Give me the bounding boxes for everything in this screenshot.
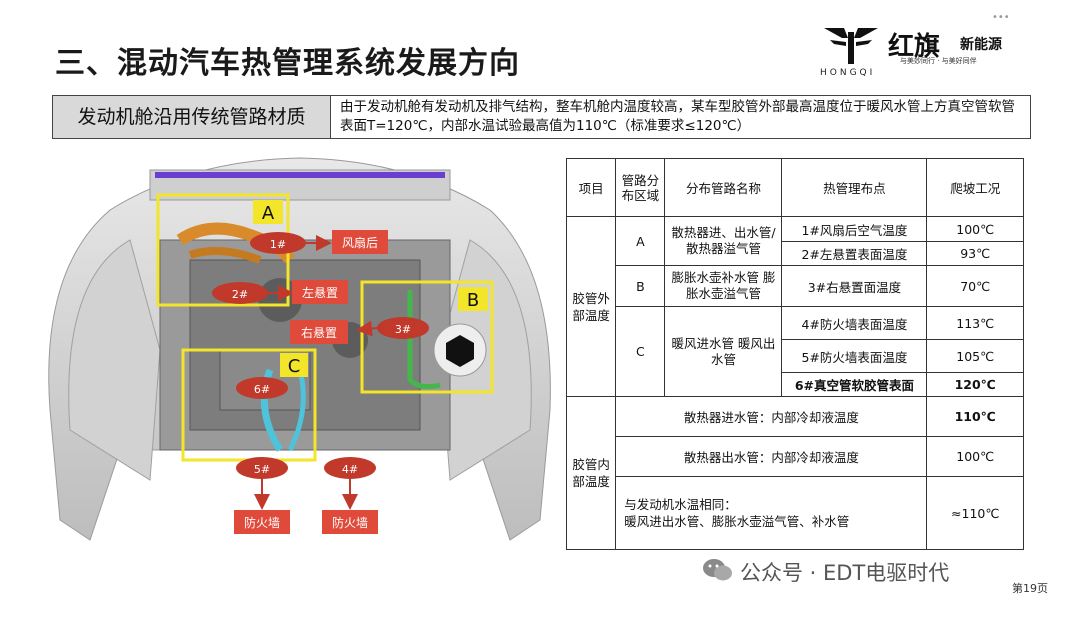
zone-box-b [360, 280, 494, 394]
point-3-desc: 3#右悬置面温度 [781, 265, 928, 307]
pipes-zone-b: 膨胀水壶补水管 膨胀水壶溢气管 [664, 265, 783, 307]
banner-text: 由于发动机舱有发动机及排气结构，整车机舱内温度较高，某车型胶管外部最高温度位于暖… [340, 99, 1015, 134]
engine-bay-diagram: A B C 1# 2# 3# 4# 5# 6# 风扇后 左悬置 右悬置 防火墙 … [48, 157, 551, 541]
point-4-desc: 4#防火墙表面温度 [781, 306, 928, 340]
zone-a: A [615, 216, 666, 266]
point-2-marker [212, 282, 268, 304]
zone-label-b-bg [458, 287, 488, 311]
inner-1-value: 110℃ [926, 396, 1024, 437]
watermark-text: 公众号 · EDT电驱时代 [740, 561, 950, 585]
callout-fan-bg [332, 230, 388, 254]
pipes-zone-c: 暖风进水管 暖风出水管 [664, 306, 783, 397]
header-pipe-name: 分布管路名称 [664, 158, 783, 217]
point-4-marker [324, 457, 376, 479]
zone-c: C [615, 306, 666, 397]
point-3-label: 3# [395, 323, 411, 336]
point-6-label: 6# [254, 383, 270, 396]
point-2-value: 93℃ [926, 241, 1024, 266]
logo-brand-suffix: 新能源 [960, 37, 1002, 53]
callout-firewall-5: 防火墙 [244, 515, 280, 530]
point-1-value: 100℃ [926, 216, 1024, 242]
zone-b: B [615, 265, 666, 307]
point-5-label: 5# [254, 463, 270, 476]
point-4-label: 4# [342, 463, 358, 476]
point-6-value: 120℃ [926, 372, 1024, 397]
logo-slogan: 与美妙同行 · 与美好同伴 [900, 57, 977, 65]
zone-label-a-bg [253, 200, 283, 224]
hongqi-emblem-icon [824, 28, 878, 64]
callout-firewall-5-bg [234, 510, 290, 534]
point-5-value: 105℃ [926, 339, 1024, 373]
thermal-test-table: 项目 管路分布区域 分布管路名称 热管理布点 爬坡工况 胶管外部温度 A 散热器… [565, 158, 1024, 550]
inner-1-desc: 散热器进水管：内部冷却液温度 [615, 396, 928, 437]
info-banner: 发动机舱沿用传统管路材质 由于发动机舱有发动机及排气结构，整车机舱内温度较高，某… [52, 95, 1031, 139]
pipes-zone-a: 散热器进、出水管/散热器溢气管 [664, 216, 783, 266]
header-climb-condition: 爬坡工况 [926, 158, 1024, 217]
callout-firewall-4-bg [322, 510, 378, 534]
group-inner-temp: 胶管内部温度 [565, 396, 617, 550]
zone-label-c-bg [280, 353, 308, 377]
dots-icon: ••• [992, 12, 1010, 23]
inner-2-desc: 散热器出水管：内部冷却液温度 [615, 436, 928, 477]
header-zone: 管路分布区域 [615, 158, 666, 217]
header-thermal-point: 热管理布点 [781, 158, 928, 217]
hongqi-logo: HONGQI 红旗 新能源 与美妙同行 · 与美好同伴 [820, 22, 1035, 80]
point-4-value: 113℃ [926, 306, 1024, 340]
point-5-marker [236, 457, 288, 479]
point-6-marker [236, 377, 288, 399]
logo-wordmark: HONGQI [820, 68, 876, 78]
banner-label: 发动机舱沿用传统管路材质 [53, 96, 331, 138]
point-2-label: 2# [232, 288, 248, 301]
inner-2-value: 100℃ [926, 436, 1024, 477]
point-3-value: 70℃ [926, 265, 1024, 307]
callout-right-mount-bg [290, 320, 348, 344]
point-1-desc: 1#风扇后空气温度 [781, 216, 928, 242]
callout-right-mount: 右悬置 [301, 325, 337, 340]
callout-left-mount: 左悬置 [302, 285, 338, 300]
page-title: 三、混动汽车热管理系统发展方向 [55, 46, 520, 81]
point-2-desc: 2#左悬置表面温度 [781, 241, 928, 266]
point-3-marker [377, 317, 429, 339]
page-number: 第19页 [1012, 582, 1048, 595]
inner-3-desc: 与发动机水温相同： 暖风进出水管、膨胀水壶溢气管、补水管 [615, 476, 928, 550]
point-5-desc: 5#防火墙表面温度 [781, 339, 928, 373]
group-outer-temp: 胶管外部温度 [565, 216, 617, 397]
wechat-icon [703, 559, 732, 581]
logo-brand-cn: 红旗 [888, 32, 941, 62]
header-item: 项目 [565, 158, 617, 217]
callout-firewall-4: 防火墙 [332, 515, 368, 530]
zone-label-b: B [467, 290, 479, 311]
zone-label-c: C [288, 356, 301, 377]
zone-label-a: A [262, 203, 275, 224]
point-6-desc: 6#真空管软胶管表面 [781, 372, 928, 397]
callout-left-mount-bg [292, 280, 348, 304]
point-1-marker [250, 232, 306, 254]
point-1-label: 1# [270, 238, 286, 251]
callout-fan: 风扇后 [342, 235, 378, 250]
inner-3-value: ≈110℃ [926, 476, 1024, 550]
